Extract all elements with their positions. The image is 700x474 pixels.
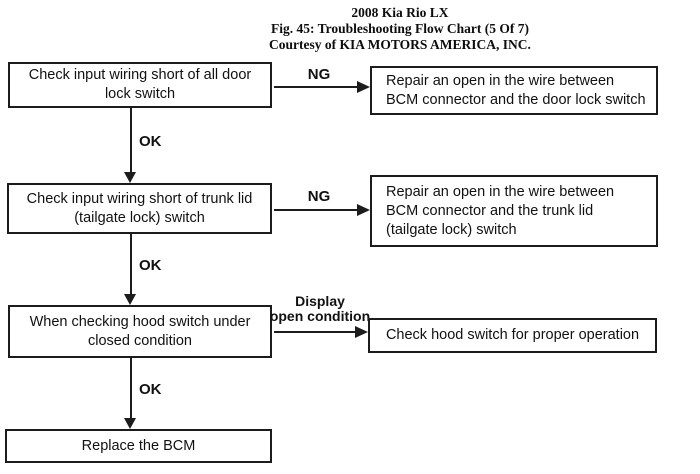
box-text-line: Repair an open in the wire between (386, 72, 615, 89)
connector-ng2-line (274, 209, 358, 211)
box-text-line: Repair an open in the wire between (386, 183, 615, 200)
ok-label: OK (139, 133, 162, 150)
box-text-line: When checking hood switch under (29, 313, 251, 330)
page-title: 2008 Kia Rio LX (351, 5, 449, 20)
connector-display-line (274, 331, 356, 333)
box-text-line: Check hood switch for proper operation (385, 327, 640, 343)
flow-box-check-hood-operation: Check hood switch for proper operation (368, 318, 657, 353)
flow-box-replace-bcm: Replace the BCM (5, 429, 272, 463)
box-text-line: (tailgate lock) switch (386, 221, 517, 238)
ok-label: OK (139, 381, 162, 398)
document-header: 2008 Kia Rio LX Fig. 45: Troubleshooting… (100, 5, 700, 53)
courtesy-note: Courtesy of KIA MOTORS AMERICA, INC. (269, 37, 531, 52)
ok-label: OK (139, 257, 162, 274)
connector-ok3-line (130, 358, 132, 418)
right-arrowhead-icon (357, 81, 370, 93)
box-text-line: BCM connector and the trunk lid (386, 202, 594, 219)
flow-box-check-hood-switch: When checking hood switch under closed c… (8, 305, 272, 358)
box-text-line: closed condition (88, 332, 192, 349)
display-label-line: Display (295, 293, 345, 309)
down-arrowhead-icon (124, 172, 136, 183)
box-text-line: Check input wiring short of all door (28, 67, 252, 83)
display-condition-label: Display open condition (264, 294, 376, 324)
ng-label: NG (307, 188, 331, 205)
ng-label: NG (307, 66, 331, 83)
flow-box-check-door-lock: Check input wiring short of all door loc… (8, 62, 272, 108)
box-text-line: Check input wiring short of trunk lid (26, 190, 253, 207)
right-arrowhead-icon (355, 326, 368, 338)
flow-box-repair-trunk-lid: Repair an open in the wire between BCM c… (370, 175, 658, 247)
connector-ng1-line (274, 86, 358, 88)
down-arrowhead-icon (124, 294, 136, 305)
box-text-line: (tailgate lock) switch (74, 209, 205, 226)
box-text-line: Replace the BCM (81, 437, 196, 454)
display-label-line: open condition (269, 308, 371, 324)
figure-caption: Fig. 45: Troubleshooting Flow Chart (5 O… (270, 21, 529, 36)
box-text-line: BCM connector and the door lock switch (386, 91, 646, 108)
flow-box-repair-door-lock: Repair an open in the wire between BCM c… (370, 66, 658, 115)
down-arrowhead-icon (124, 418, 136, 429)
box-text-line: lock switch (104, 86, 176, 102)
right-arrowhead-icon (357, 204, 370, 216)
connector-ok2-line (130, 234, 132, 294)
flow-box-check-trunk-lid: Check input wiring short of trunk lid (t… (7, 183, 272, 234)
connector-ok1-line (130, 108, 132, 174)
